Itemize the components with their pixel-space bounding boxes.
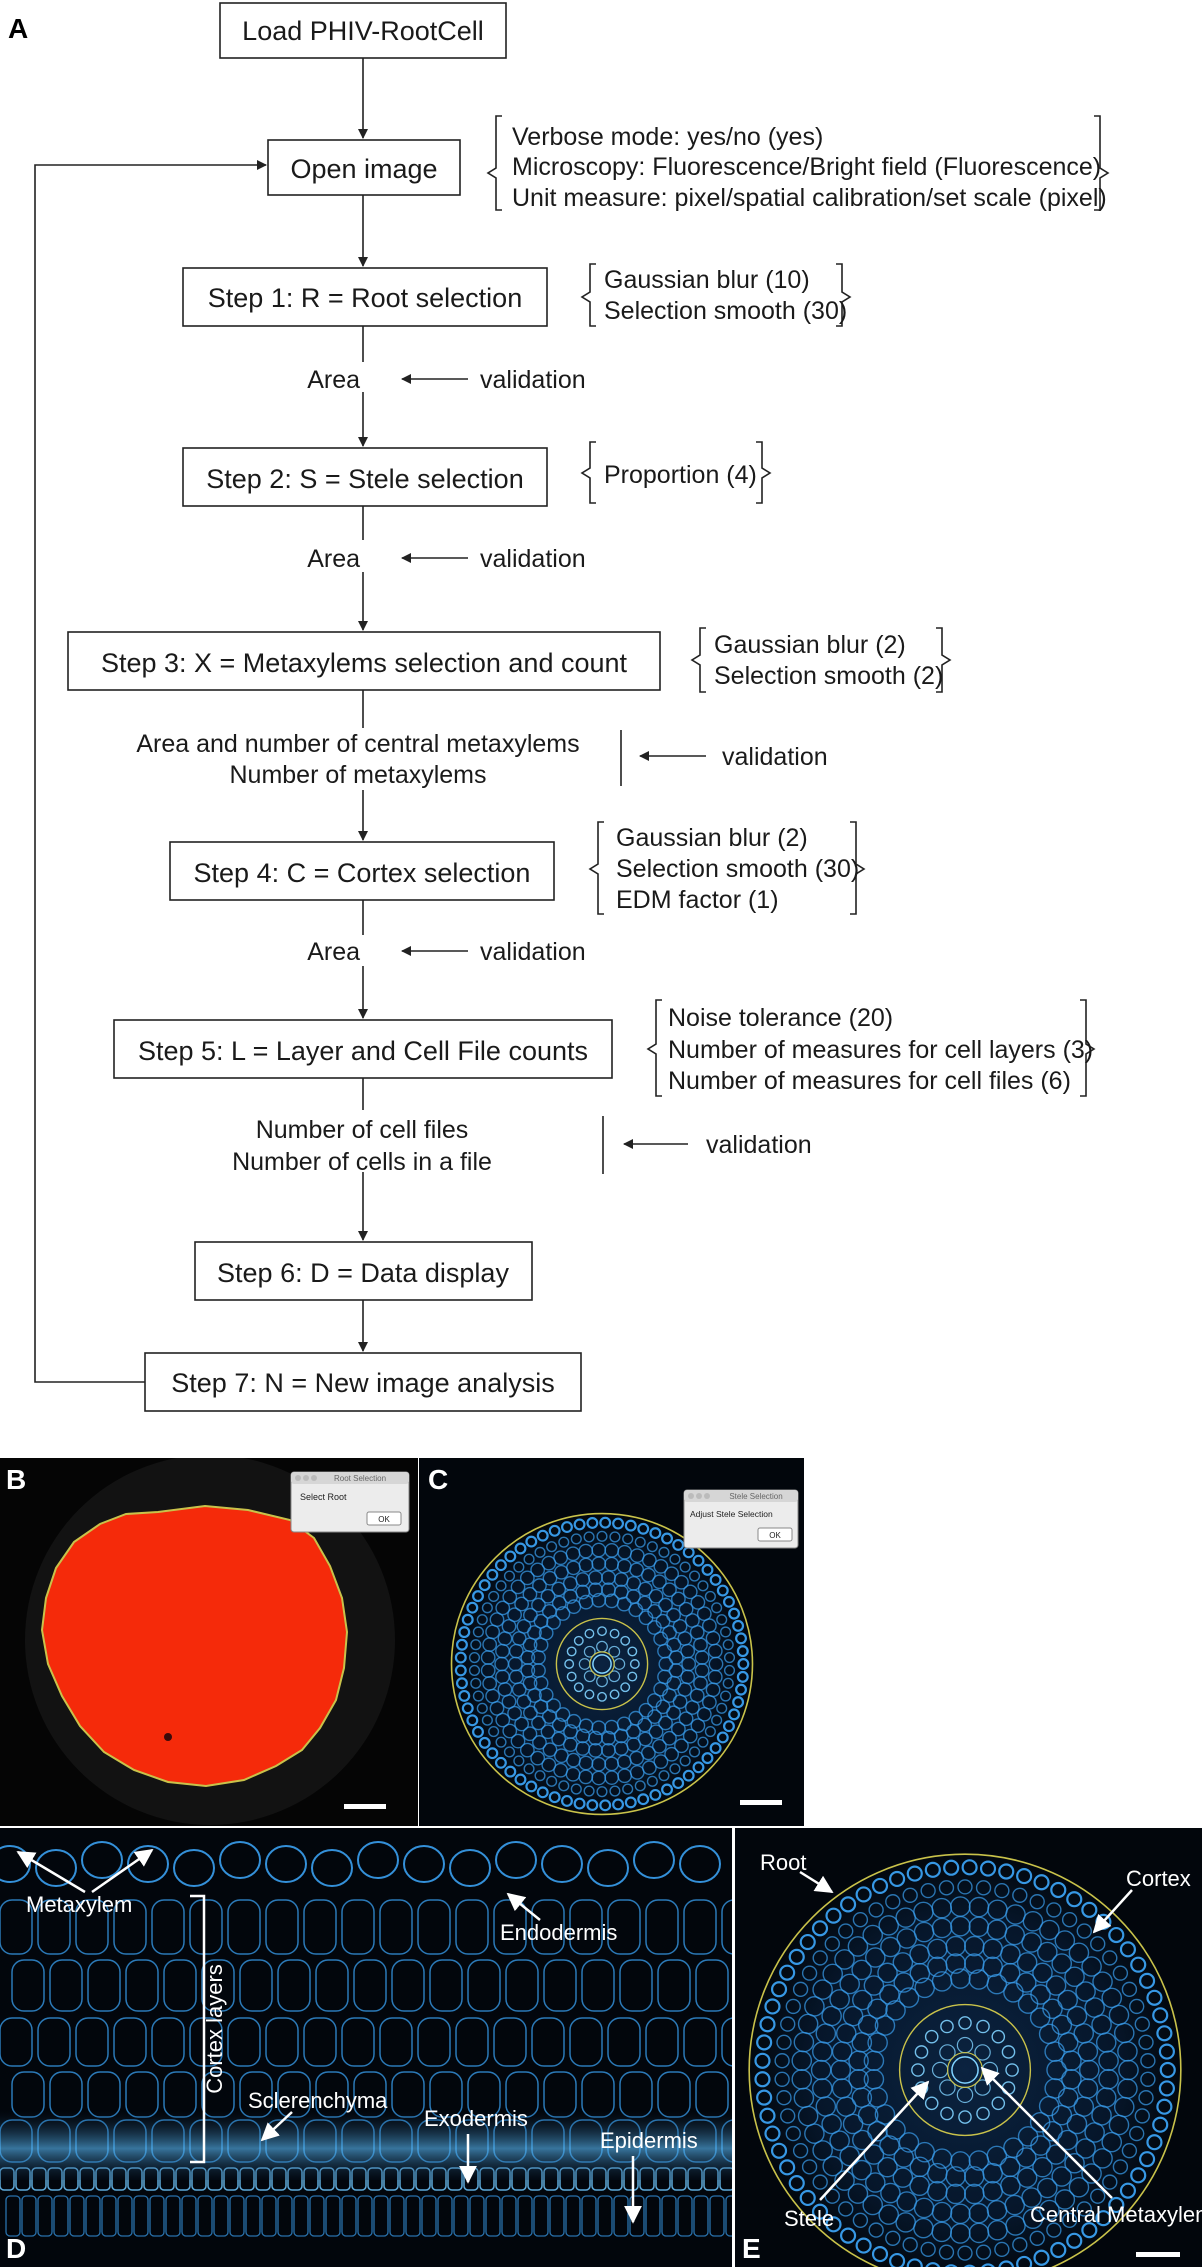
dialog-stele-title: Stele Selection	[729, 1492, 782, 1501]
output-cells-in-file: Number of cells in a file	[232, 1148, 492, 1176]
params-step3: Gaussian blur (2) Selection smooth (2)	[690, 627, 952, 693]
scale-bar-c	[740, 1800, 782, 1805]
dialog-root-title: Root Selection	[334, 1474, 386, 1483]
panel-label-e: E	[742, 2233, 761, 2264]
label-metaxylem: Metaxylem	[26, 1892, 132, 1917]
dialog-stele-selection[interactable]: Stele Selection Adjust Stele Selection O…	[683, 1489, 799, 1549]
label-sclerenchyma: Sclerenchyma	[248, 2088, 388, 2113]
param-step5-0: Noise tolerance (20)	[668, 1004, 893, 1032]
root-cross-section-c	[450, 1512, 754, 1816]
flow-box-step7-text: Step 7: N = New image analysis	[171, 1368, 554, 1398]
dialog-root-ok-button[interactable]	[366, 1511, 402, 1526]
flow-box-step4-text: Step 4: C = Cortex selection	[194, 858, 531, 888]
dialog-stele-ok-button[interactable]	[757, 1527, 793, 1542]
validation-label-5: validation	[706, 1131, 812, 1159]
flow-box-step2-text: Step 2: S = Stele selection	[206, 464, 523, 494]
flow-box-step1: Step 1: R = Root selection	[182, 267, 548, 327]
endodermis-annotation: Endodermis	[500, 1892, 617, 1945]
label-root: Root	[760, 1850, 806, 1875]
dialog-root-text: Select Root	[300, 1492, 347, 1502]
exodermis-annotation: Exodermis	[424, 2106, 528, 2184]
param-step2-0: Proportion (4)	[604, 461, 757, 489]
flow-box-load: Load PHIV-RootCell	[219, 2, 507, 59]
param-step3-1: Selection smooth (2)	[714, 662, 943, 690]
panel-label-b: B	[6, 1464, 26, 1495]
sclerenchyma-annotation: Sclerenchyma	[248, 2088, 388, 2142]
param-step3-0: Gaussian blur (2)	[714, 631, 906, 659]
root-annotation: Root	[760, 1850, 834, 1894]
param-step1-1: Selection smooth (30)	[604, 297, 847, 325]
label-cortex: Cortex	[1126, 1866, 1191, 1891]
flow-box-open-text: Open image	[290, 154, 437, 184]
flow-box-open: Open image	[267, 139, 461, 196]
central-metaxylem-annotation: Central Metaxylem	[980, 2066, 1202, 2227]
flow-box-step3: Step 3: X = Metaxylems selection and cou…	[67, 631, 661, 691]
label-epidermis: Epidermis	[600, 2128, 698, 2153]
param-step1-0: Gaussian blur (10)	[604, 266, 810, 294]
validation-label-4: validation	[480, 938, 586, 966]
flow-connectors	[34, 58, 368, 1383]
scale-bar-b	[344, 1804, 386, 1809]
param-open-2: Unit measure: pixel/spatial calibration/…	[512, 184, 1107, 212]
cortex-annotation: Cortex	[1092, 1866, 1191, 1934]
param-open-1: Microscopy: Fluorescence/Bright field (F…	[512, 153, 1101, 181]
flow-box-step4: Step 4: C = Cortex selection	[169, 841, 555, 901]
output-metaxylem-area: Area and number of central metaxylems	[136, 730, 579, 758]
output-metaxylem-count: Number of metaxylems	[229, 761, 486, 789]
dialog-stele-ok-label: OK	[769, 1531, 781, 1540]
label-cortex-layers: Cortex layers	[202, 1964, 227, 2094]
epidermis-annotation: Epidermis	[600, 2128, 698, 2224]
label-central-metaxylem: Central Metaxylem	[1030, 2202, 1202, 2227]
validation-label-1: validation	[480, 366, 586, 394]
flow-box-step7: Step 7: N = New image analysis	[144, 1352, 582, 1412]
root-selection-area	[40, 1504, 349, 1788]
label-stele: Stele	[784, 2206, 834, 2231]
params-step5: Noise tolerance (20) Number of measures …	[646, 999, 1096, 1097]
panel-label-d: D	[6, 2233, 26, 2264]
label-exodermis: Exodermis	[424, 2106, 528, 2131]
panel-label-c: C	[428, 1464, 448, 1495]
flow-box-step6: Step 6: D = Data display	[194, 1241, 533, 1301]
label-endodermis: Endodermis	[500, 1920, 617, 1945]
params-step1: Gaussian blur (10) Selection smooth (30)	[580, 263, 852, 327]
param-open-0: Verbose mode: yes/no (yes)	[512, 123, 823, 151]
validation-label-3: validation	[722, 743, 828, 771]
validation-label-2: validation	[480, 545, 586, 573]
output-cell-files: Number of cell files	[256, 1116, 469, 1144]
dialog-root-selection[interactable]: Root Selection Select Root OK	[290, 1471, 410, 1533]
output-area-1: Area	[307, 366, 360, 394]
root-cross-section-e	[747, 1852, 1183, 2267]
flow-box-step6-text: Step 6: D = Data display	[217, 1258, 509, 1288]
scale-bar-e	[1136, 2252, 1180, 2257]
cortex-layers-annotation: Cortex layers	[190, 1894, 227, 2164]
params-step4: Gaussian blur (2) Selection smooth (30) …	[588, 821, 866, 915]
param-step4-1: Selection smooth (30)	[616, 855, 859, 883]
param-step5-2: Number of measures for cell files (6)	[668, 1067, 1071, 1095]
params-open: Verbose mode: yes/no (yes) Microscopy: F…	[486, 115, 1110, 212]
param-step5-1: Number of measures for cell layers (3)	[668, 1036, 1093, 1064]
params-step2: Proportion (4)	[580, 441, 772, 504]
metaxylem-annotation: Metaxylem	[16, 1848, 154, 1917]
panel-e-image	[735, 1828, 1202, 2267]
dialog-root-ok-label: OK	[378, 1515, 390, 1524]
dialog-stele-text: Adjust Stele Selection	[690, 1509, 773, 1519]
stele-annotation: Stele	[784, 2080, 930, 2231]
output-area-2: Area	[307, 545, 360, 573]
flow-box-load-text: Load PHIV-RootCell	[242, 16, 484, 46]
panel-d-image	[0, 1828, 732, 2267]
flow-box-step5-text: Step 5: L = Layer and Cell File counts	[138, 1036, 588, 1066]
flow-box-step5: Step 5: L = Layer and Cell File counts	[113, 1019, 613, 1079]
param-step4-0: Gaussian blur (2)	[616, 824, 808, 852]
panel-label-a: A	[8, 13, 28, 44]
param-step4-2: EDM factor (1)	[616, 886, 779, 914]
flow-box-step2: Step 2: S = Stele selection	[182, 447, 548, 507]
flow-box-step1-text: Step 1: R = Root selection	[208, 283, 522, 313]
output-area-4: Area	[307, 938, 360, 966]
flow-box-step3-text: Step 3: X = Metaxylems selection and cou…	[101, 648, 628, 678]
